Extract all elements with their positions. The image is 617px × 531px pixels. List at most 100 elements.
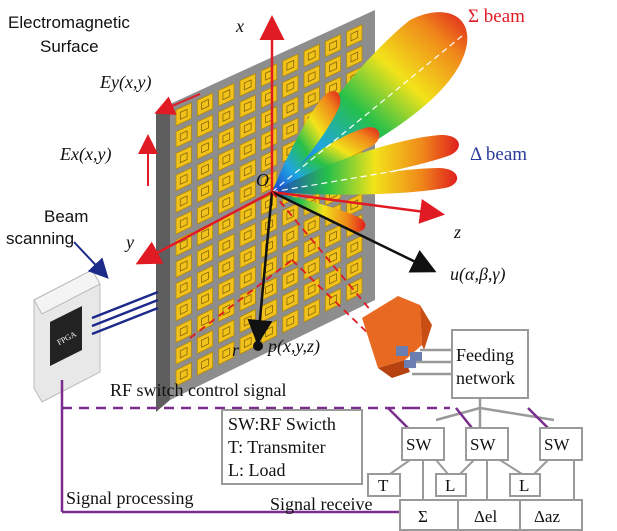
l-label-1: L	[445, 476, 455, 495]
beam-scanning-label-1: Beam	[44, 207, 88, 226]
unit-cell-slot	[329, 82, 337, 94]
unit-cell-slot	[179, 152, 188, 164]
r-vector-label: r	[232, 340, 240, 360]
unit-cell	[239, 73, 256, 97]
unit-cell	[324, 224, 342, 249]
unit-cell	[346, 256, 363, 281]
unit-cell-slot	[222, 325, 231, 338]
unit-cell-slot	[350, 262, 359, 274]
unit-cell	[196, 265, 214, 290]
unit-cell-slot	[286, 230, 295, 242]
delta-beam-label: Δ beam	[470, 144, 527, 165]
unit-cell	[196, 286, 214, 312]
unit-cell	[282, 96, 299, 120]
unit-cell	[175, 275, 192, 300]
unit-cell	[239, 94, 256, 119]
unit-cell	[324, 266, 342, 291]
unit-cell-slot	[243, 143, 252, 155]
unit-cell	[282, 309, 299, 334]
unit-cell-slot	[350, 30, 359, 42]
unit-cell	[218, 319, 235, 344]
feed-connections	[412, 348, 555, 428]
unit-cell-slot	[222, 175, 231, 187]
unit-cell-slot	[179, 173, 188, 185]
unit-cell-slot	[201, 357, 209, 370]
unit-cell-slot	[350, 241, 359, 253]
unit-cell-slot	[179, 195, 188, 207]
unit-cell-slot	[286, 102, 295, 114]
unit-cell-slot	[222, 89, 231, 101]
unit-cell-slot	[222, 218, 231, 230]
l-box-1	[435, 473, 467, 497]
sum-channel: Σ	[418, 507, 428, 526]
sw-connectors	[389, 459, 575, 500]
unit-cell	[218, 82, 235, 107]
unit-cell-slot	[243, 79, 252, 91]
output-row	[399, 499, 583, 531]
unit-cell-slot	[329, 273, 337, 285]
u-vector-arrow	[271, 190, 437, 273]
y-axis-arrow	[135, 190, 273, 265]
unit-cell-slot	[286, 272, 295, 285]
beam-lobes	[271, 12, 468, 232]
unit-cell-slot	[307, 283, 316, 295]
z-axis-arrow	[271, 190, 445, 224]
surface-title-2: Surface	[40, 37, 99, 56]
unit-cell	[175, 318, 192, 344]
fpga-board: FPGA	[33, 269, 101, 403]
unit-cell	[218, 190, 235, 215]
surface-title-1: Electromagnetic	[8, 13, 130, 32]
unit-cell-slot	[243, 186, 252, 198]
unit-cell-slot	[243, 122, 252, 134]
control-bus	[91, 290, 159, 336]
unit-cell	[346, 277, 363, 302]
unit-cell	[175, 232, 192, 257]
unit-cell-slot	[201, 314, 209, 327]
delta-beam-lobe-lower	[272, 168, 458, 195]
unit-cell-slot	[286, 251, 295, 263]
unit-cell-slot	[179, 130, 188, 142]
unit-cell-slot	[222, 282, 231, 295]
purple-signal-lines	[60, 380, 549, 514]
l-box-2	[509, 473, 541, 497]
unit-cell-slot	[307, 71, 316, 83]
unit-cell	[346, 24, 363, 48]
unit-cell-slot	[286, 81, 295, 93]
unit-cell	[282, 223, 299, 248]
ex-label: Ex(x,y)	[59, 144, 111, 165]
unit-cell	[196, 351, 214, 376]
unit-cell-slot	[286, 294, 295, 306]
legend-box	[221, 409, 363, 485]
sw-box-2	[465, 427, 509, 461]
unit-cell	[196, 114, 214, 139]
signal-receive-label: Signal receive	[270, 494, 372, 514]
unit-cell	[196, 157, 214, 182]
unit-cell-slot	[243, 208, 252, 220]
t-box	[367, 473, 401, 497]
signal-processing-label: Signal processing	[66, 488, 194, 508]
unit-cell	[324, 33, 342, 58]
unit-cell-slot	[243, 100, 252, 112]
unit-cell-slot	[350, 283, 359, 295]
unit-cell-slot	[201, 185, 209, 197]
unit-cell	[239, 265, 256, 291]
unit-cell	[196, 200, 214, 225]
unit-cell-slot	[350, 199, 359, 211]
feeding-label-1: Feeding	[456, 345, 514, 365]
unit-cell	[282, 266, 299, 291]
unit-cell	[175, 253, 192, 279]
unit-cell	[282, 287, 299, 312]
unit-cell-slot	[222, 110, 231, 122]
unit-cell	[303, 255, 320, 281]
unit-cell	[196, 135, 214, 160]
unit-cell-slot	[243, 293, 252, 306]
upper-small-lobe	[272, 90, 341, 192]
unit-cell	[303, 43, 320, 68]
mid-lobe	[272, 127, 380, 192]
unit-cell-slot	[179, 260, 188, 272]
lower-lobe	[272, 192, 366, 232]
u-vector-label: u(α,β,γ)	[450, 264, 506, 285]
unit-cell-slot	[350, 51, 359, 63]
legend-l: L: Load	[228, 460, 285, 480]
unit-cell-slot	[243, 165, 252, 177]
